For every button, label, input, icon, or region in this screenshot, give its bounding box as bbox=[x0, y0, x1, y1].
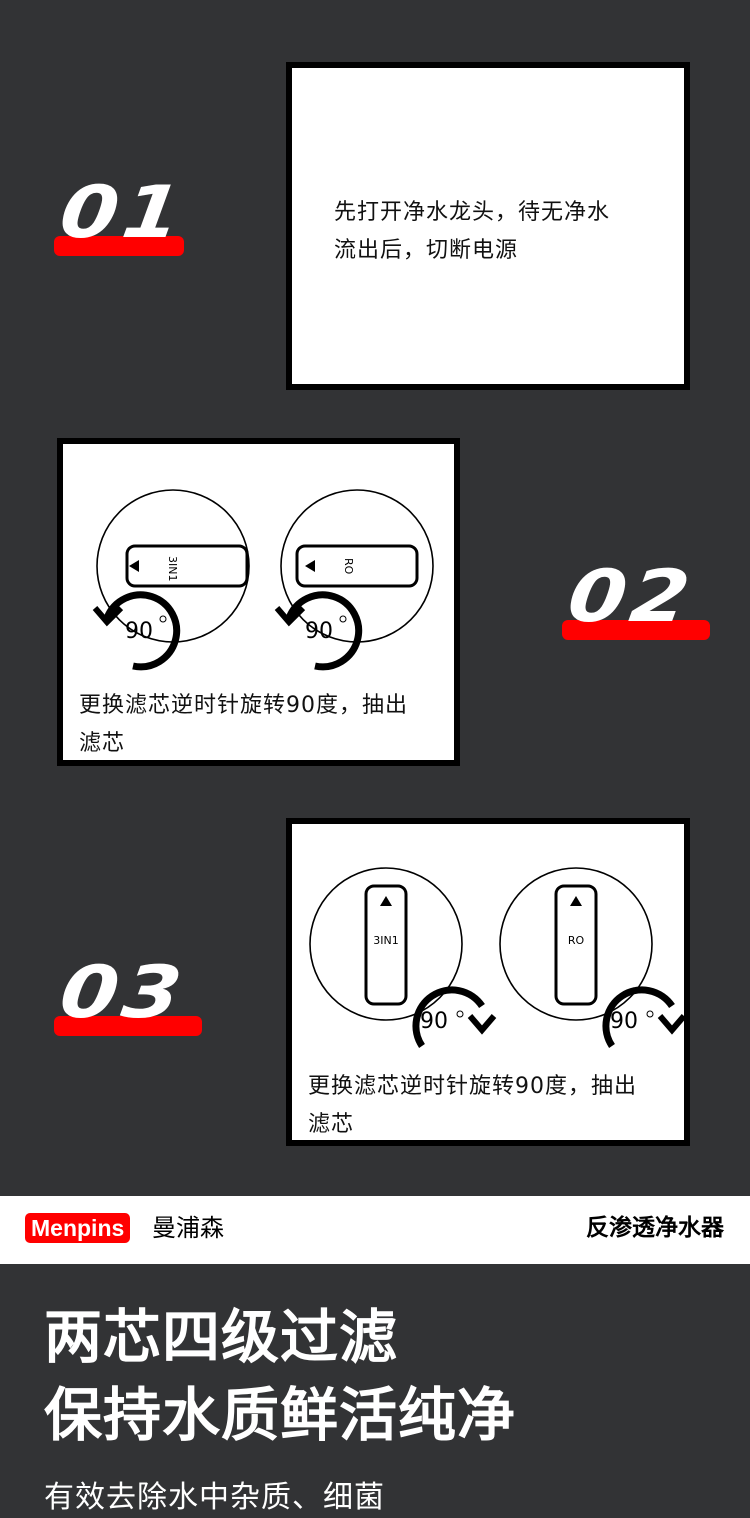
svg-text:RO: RO bbox=[568, 934, 585, 947]
svg-text:90: 90 bbox=[420, 1009, 448, 1034]
step-number-01: 01 bbox=[54, 170, 191, 256]
headline-line1: 两芯四级过滤 bbox=[44, 1303, 399, 1371]
step-01-text-line1: 先打开净水龙头，待无净水 bbox=[334, 200, 611, 225]
step-03-instruction: 更换滤芯逆时针旋转90度，抽出 滤芯 bbox=[308, 1068, 637, 1144]
step-number-underline bbox=[54, 236, 184, 256]
step-01-text-line2: 流出后，切断电源 bbox=[334, 238, 519, 263]
step-01-card: 先打开净水龙头，待无净水 流出后，切断电源 bbox=[286, 62, 690, 390]
filter-dial-3in1-horizontal: 3IN1 90 bbox=[92, 489, 250, 671]
svg-text:90: 90 bbox=[125, 619, 153, 644]
brand-name-cn: 曼浦森 bbox=[152, 1214, 224, 1242]
brand-logo-badge: Menpins bbox=[25, 1213, 131, 1243]
step-03-card: 3IN1 90 RO 90 更换滤芯逆时针旋转90度，抽出 滤芯 bbox=[286, 818, 690, 1146]
product-name: 反渗透净水器 bbox=[586, 1215, 724, 1241]
headline-line2: 保持水质鲜活纯净 bbox=[44, 1381, 517, 1449]
step-02-text-line2: 滤芯 bbox=[79, 731, 126, 756]
filter-dial-ro-horizontal: RO 90 bbox=[274, 489, 434, 671]
step-number-text: 01 bbox=[55, 170, 192, 254]
svg-text:RO: RO bbox=[342, 558, 355, 575]
step-number-text: 03 bbox=[55, 950, 192, 1034]
step-number-03: 03 bbox=[54, 950, 202, 1036]
step-03-text-line2: 滤芯 bbox=[308, 1112, 355, 1137]
step-01-instruction: 先打开净水龙头，待无净水 流出后，切断电源 bbox=[334, 194, 610, 270]
filter-dial-3in1-vertical: 3IN1 90 bbox=[309, 867, 497, 1048]
step-number-text: 02 bbox=[563, 554, 700, 638]
step-03-text-line1: 更换滤芯逆时针旋转90度，抽出 bbox=[308, 1074, 637, 1099]
brand-bar: Menpins 曼浦森 反渗透净水器 bbox=[0, 1196, 750, 1264]
step-02-text-line1: 更换滤芯逆时针旋转90度，抽出 bbox=[79, 693, 408, 718]
step-02-card: 3IN1 90 RO 90 更换滤芯逆时针旋转90度，抽出 滤芯 bbox=[57, 438, 460, 766]
svg-text:90: 90 bbox=[305, 619, 333, 644]
svg-text:3IN1: 3IN1 bbox=[166, 556, 179, 581]
step-number-underline bbox=[54, 1016, 202, 1036]
step-02-instruction: 更换滤芯逆时针旋转90度，抽出 滤芯 bbox=[79, 687, 408, 763]
svg-text:90: 90 bbox=[610, 1009, 638, 1034]
headline-subtext: 有效去除水中杂质、细菌 bbox=[44, 1480, 385, 1515]
step-number-02: 02 bbox=[562, 554, 710, 640]
filter-dial-ro-vertical: RO 90 bbox=[499, 867, 687, 1048]
step-number-underline bbox=[562, 620, 710, 640]
svg-text:3IN1: 3IN1 bbox=[373, 934, 398, 947]
